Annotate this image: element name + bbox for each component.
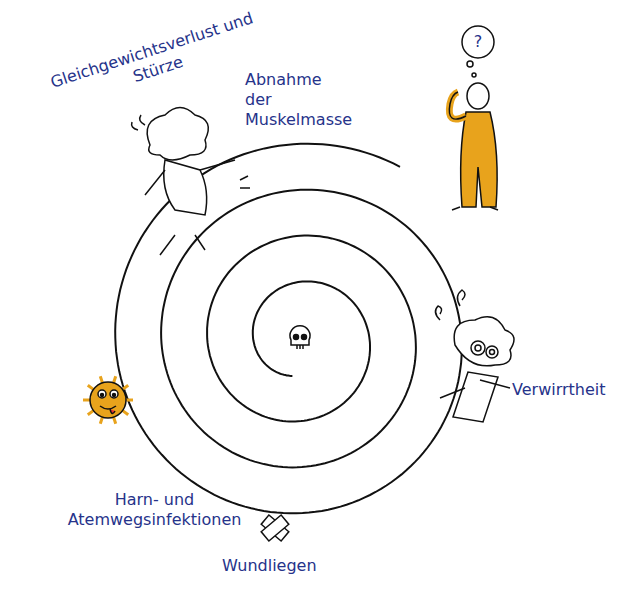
risk-label: Abnahme der Muskelmasse xyxy=(245,70,350,130)
risk-label: Verwirrtheit xyxy=(512,380,627,400)
drawing-part xyxy=(100,406,116,409)
drawing-part xyxy=(101,394,104,397)
drawing-part xyxy=(471,341,485,355)
drawing-part xyxy=(461,112,497,207)
drawing-part xyxy=(462,26,494,58)
skull-icon xyxy=(290,326,310,349)
drawing-part xyxy=(261,515,289,541)
drawing-part xyxy=(449,92,466,119)
drawing-part xyxy=(486,346,498,358)
drawing-part xyxy=(294,335,299,340)
drawing-part xyxy=(472,73,476,77)
drawing-part xyxy=(475,345,481,351)
drawing-part xyxy=(299,345,301,349)
drawing-part xyxy=(453,372,498,422)
risk-label: Harn- und Atemwegsinfektionen xyxy=(62,490,247,530)
spiral-line xyxy=(115,144,462,514)
drawing-part xyxy=(145,160,235,255)
drawing-part xyxy=(440,380,510,398)
drawing-part xyxy=(110,390,118,398)
drawing-part xyxy=(110,409,115,414)
drawing-part xyxy=(261,515,289,541)
drawing-part xyxy=(452,207,460,210)
virus-icon xyxy=(83,376,133,424)
risk-label: Gleichgewichtsverlust und Stürze xyxy=(39,5,270,114)
weak-figure xyxy=(449,26,498,210)
drawing-part xyxy=(132,115,145,130)
drawing-part xyxy=(113,394,116,397)
drawing-part xyxy=(240,176,250,188)
drawing-part xyxy=(490,207,498,210)
drawing-part xyxy=(435,290,465,320)
drawing-part xyxy=(449,92,466,119)
drawing-part xyxy=(454,317,514,366)
question-mark: ? xyxy=(470,32,486,52)
drawing-part xyxy=(98,390,106,398)
drawing-part xyxy=(83,376,133,424)
confused-figure xyxy=(435,290,514,422)
drawing-part xyxy=(302,335,307,340)
drawing-part xyxy=(296,345,298,349)
falling-figure xyxy=(132,108,250,256)
drawing-part xyxy=(490,350,495,355)
drawing-part xyxy=(302,345,304,349)
drawing-part xyxy=(467,61,473,67)
drawing-part xyxy=(90,382,126,418)
risk-label: Wundliegen xyxy=(222,556,342,576)
drawing-part xyxy=(147,108,208,161)
drawing-part xyxy=(164,160,207,215)
bandage-icon xyxy=(261,515,289,541)
drawing-part xyxy=(467,83,489,109)
drawing-part xyxy=(290,326,310,345)
